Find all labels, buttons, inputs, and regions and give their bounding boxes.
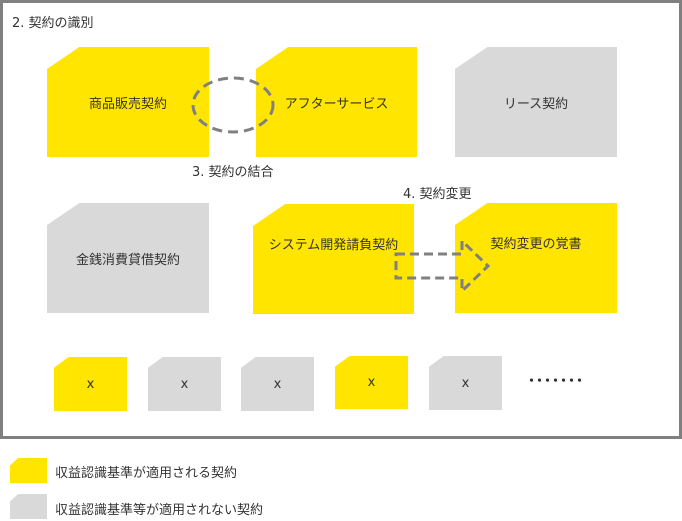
contract-after-service: アフターサービス	[256, 47, 417, 157]
contract-loan: 金銭消費貸借契約	[47, 203, 209, 313]
section-combination: 3. 契約の結合	[192, 165, 274, 180]
diagram-frame	[0, 0, 682, 439]
legend-swatch-not-applied	[10, 494, 47, 519]
small-contract-5: x	[429, 356, 502, 410]
small-contract-1: x	[54, 357, 127, 411]
contract-modification-memo: 契約変更の覚書	[455, 203, 617, 313]
legend-swatch-applied	[10, 458, 47, 483]
modification-arrow	[394, 237, 491, 295]
contract-sale: 商品販売契約	[47, 47, 209, 157]
combination-ellipse	[191, 76, 275, 134]
small-contract-2: x	[148, 357, 221, 411]
ellipsis: ・・・・・・・	[525, 374, 586, 389]
contract-system-development: システム開発請負契約	[253, 204, 414, 314]
section-modification: 4. 契約変更	[403, 187, 472, 202]
legend-applied: 収益認識基準が適用される契約	[55, 466, 238, 481]
contract-lease: リース契約	[455, 47, 617, 157]
legend-not-applied: 収益認識基準等が適用されない契約	[55, 503, 264, 518]
small-contract-3: x	[241, 357, 314, 411]
section-identification: 2. 契約の識別	[12, 16, 94, 31]
small-contract-4: x	[335, 356, 408, 409]
